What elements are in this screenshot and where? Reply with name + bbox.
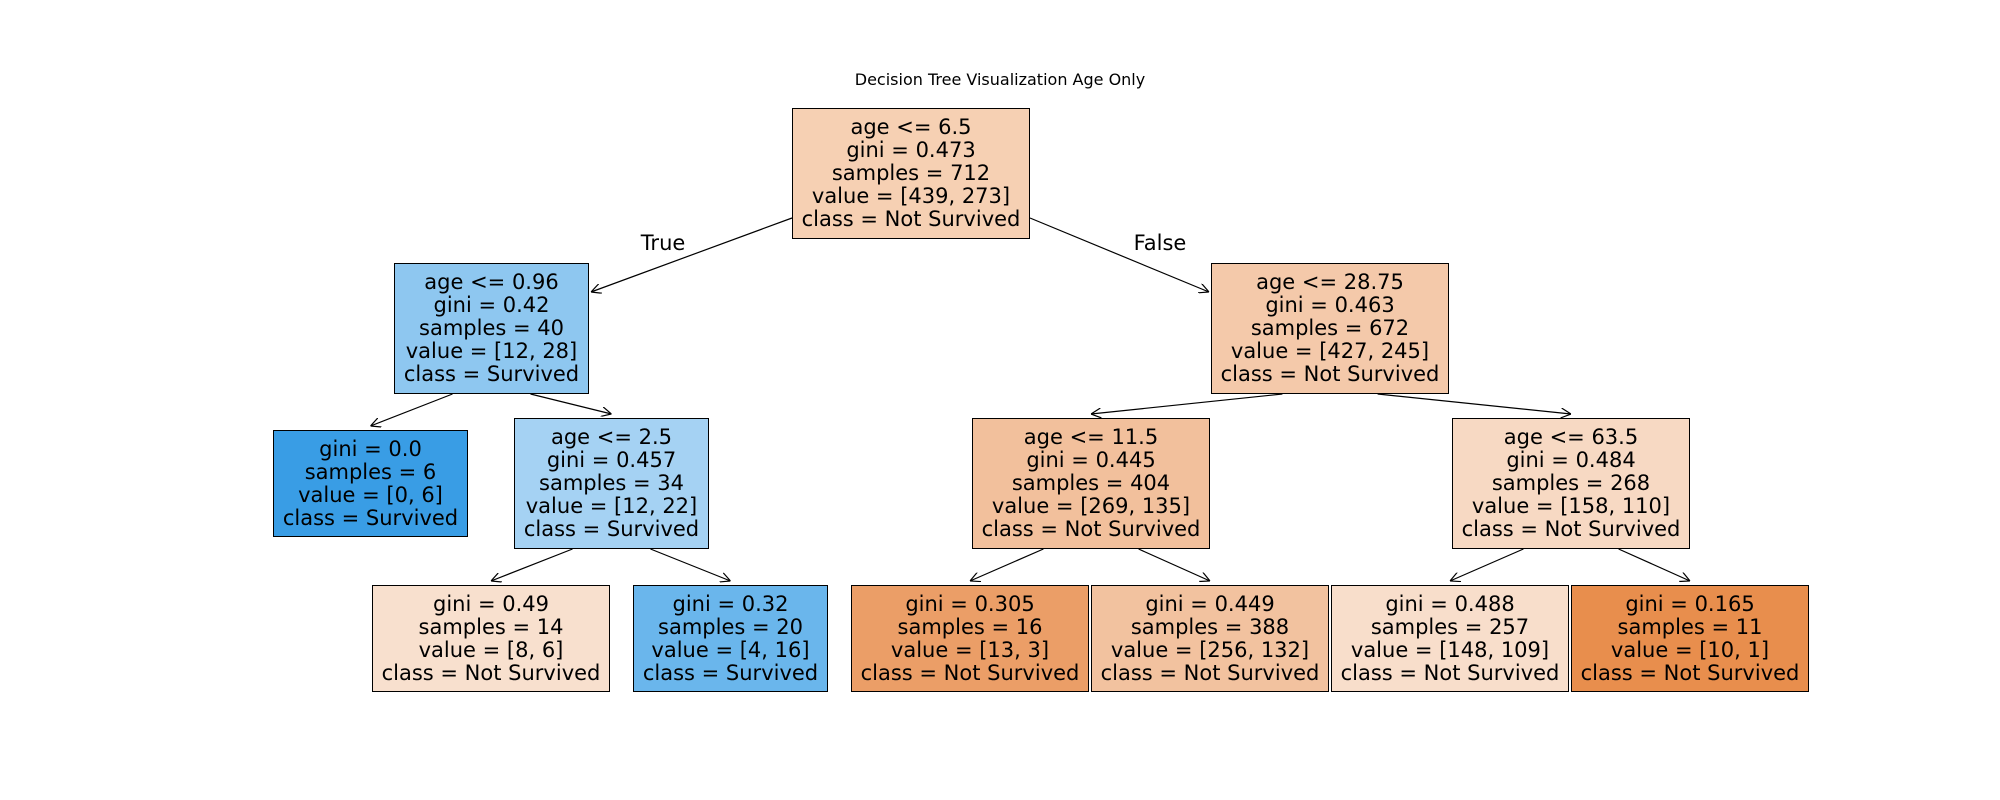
node-line: class = Not Survived (1340, 660, 1560, 685)
node-line: class = Survived (403, 362, 580, 386)
node-line: gini = 0.165 (1625, 591, 1755, 616)
node-line: class = Not Survived (381, 660, 601, 685)
edge-n10-n11 (1450, 548, 1524, 581)
node-line: samples = 388 (1130, 614, 1290, 639)
node-line: gini = 0.457 (546, 448, 677, 472)
node-line: samples = 16 (897, 614, 1043, 639)
node-line: value = [12, 28] (405, 339, 578, 363)
node-line: age <= 0.96 (424, 270, 559, 294)
node-line: class = Not Survived (1461, 517, 1681, 541)
edge-n6-n10 (1377, 393, 1571, 414)
node-line: samples = 34 (539, 471, 684, 495)
node-line: gini = 0.42 (433, 293, 550, 317)
node-line: value = [0, 6] (298, 482, 443, 507)
node-line: gini = 0.445 (1026, 448, 1156, 472)
node-line: value = [256, 132] (1110, 637, 1310, 662)
node-line: value = [148, 109] (1350, 637, 1550, 662)
node-line: gini = 0.484 (1506, 448, 1636, 472)
node-line: class = Survived (642, 660, 819, 685)
node-line: value = [10, 1] (1610, 637, 1770, 662)
edge-n10-n12 (1618, 548, 1690, 581)
node-line: class = Not Survived (981, 517, 1201, 541)
edge-n3-n4 (491, 548, 573, 581)
node-line: class = Survived (523, 517, 700, 541)
node-line: gini = 0.473 (846, 138, 976, 162)
edge-n1-n3 (530, 393, 612, 414)
node-line: samples = 14 (418, 614, 564, 639)
node-line: age <= 28.75 (1256, 270, 1404, 294)
node-line: age <= 63.5 (1503, 425, 1639, 449)
node-line: gini = 0.449 (1145, 591, 1275, 616)
edge-n1-n2 (371, 393, 453, 426)
edge-n0-n6 (1029, 217, 1209, 292)
node-line: class = Not Survived (1580, 660, 1800, 685)
edge-n0-n1 (591, 217, 793, 292)
chart-title: Decision Tree Visualization Age Only (854, 70, 1146, 89)
node-line: gini = 0.0 (319, 436, 422, 461)
node-line: value = [8, 6] (418, 637, 564, 662)
edge-n7-n8 (970, 548, 1044, 581)
node-line: class = Survived (282, 505, 459, 530)
node-line: class = Not Survived (801, 207, 1021, 231)
node-line: samples = 11 (1617, 614, 1763, 639)
node-line: gini = 0.463 (1265, 293, 1395, 317)
node-line: age <= 11.5 (1023, 425, 1159, 449)
node-line: samples = 712 (831, 161, 991, 185)
node-line: gini = 0.49 (432, 591, 549, 616)
node-line: class = Not Survived (860, 660, 1080, 685)
node-line: value = [12, 22] (525, 494, 698, 518)
node-line: samples = 672 (1250, 316, 1410, 340)
node-line: gini = 0.488 (1385, 591, 1515, 616)
true-branch-label: True (640, 231, 686, 255)
node-line: value = [13, 3] (890, 637, 1050, 662)
node-line: samples = 40 (419, 316, 564, 340)
node-line: value = [439, 273] (811, 184, 1011, 208)
node-line: age <= 2.5 (550, 425, 673, 449)
node-line: value = [4, 16] (651, 637, 810, 662)
node-line: value = [269, 135] (991, 494, 1191, 518)
node-line: samples = 6 (304, 459, 437, 484)
node-line: class = Not Survived (1100, 660, 1320, 685)
edge-n6-n7 (1091, 393, 1283, 414)
node-line: samples = 268 (1491, 471, 1651, 495)
false-branch-label: False (1133, 231, 1187, 255)
node-line: value = [158, 110] (1471, 494, 1671, 518)
node-line: gini = 0.32 (672, 591, 789, 616)
node-line: samples = 257 (1370, 614, 1530, 639)
node-line: samples = 404 (1011, 471, 1171, 495)
node-line: samples = 20 (658, 614, 803, 639)
node-line: class = Not Survived (1220, 362, 1440, 386)
node-line: gini = 0.305 (905, 591, 1035, 616)
edge-n3-n5 (650, 548, 731, 581)
node-line: age <= 6.5 (850, 115, 972, 139)
edge-n7-n9 (1138, 548, 1210, 581)
node-line: value = [427, 245] (1230, 339, 1430, 363)
